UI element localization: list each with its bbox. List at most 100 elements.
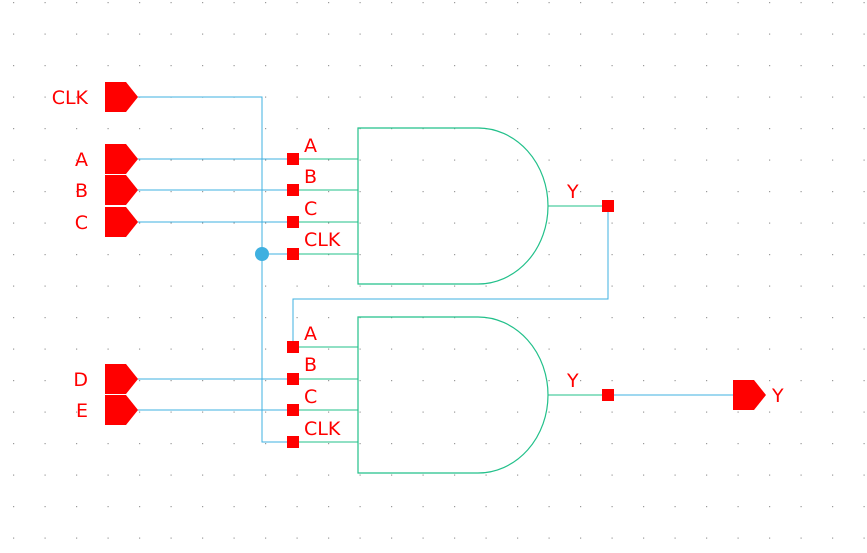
grid-dot <box>328 159 330 161</box>
grid-dot <box>265 159 267 161</box>
and-gate-2[interactable]: A B C CLK Y <box>287 316 614 474</box>
grid-dot <box>107 285 109 287</box>
wire-clk[interactable] <box>136 96 293 443</box>
grid-dot <box>611 191 613 193</box>
grid-dot <box>76 33 78 35</box>
grid-dot <box>202 411 204 413</box>
grid-dot <box>580 443 582 445</box>
grid-dot <box>107 537 109 539</box>
gate-2-pin-clk[interactable] <box>287 436 299 448</box>
grid-dot <box>233 254 235 256</box>
grid-dot <box>643 2 645 4</box>
grid-dot <box>359 33 361 35</box>
grid-dot <box>769 411 771 413</box>
grid-dot <box>737 443 739 445</box>
grid-dot <box>328 128 330 130</box>
gate-2-pin-y-label: Y <box>566 370 579 392</box>
grid-dot <box>769 537 771 539</box>
port-c[interactable]: C <box>75 207 138 237</box>
grid-dot <box>643 65 645 67</box>
grid-dot <box>76 317 78 319</box>
grid-dot <box>233 128 235 130</box>
port-clk[interactable]: CLK <box>52 82 138 112</box>
grid-dot <box>170 411 172 413</box>
grid-dot <box>832 348 834 350</box>
port-e[interactable]: E <box>76 395 138 425</box>
grid-dot <box>359 537 361 539</box>
grid-dot <box>580 411 582 413</box>
grid-dot <box>422 159 424 161</box>
grid-dot <box>233 380 235 382</box>
grid-dot <box>800 348 802 350</box>
port-d[interactable]: D <box>73 364 138 394</box>
and-gate-1[interactable]: A B C CLK Y <box>287 127 614 285</box>
grid-dot <box>76 128 78 130</box>
grid-dot <box>391 285 393 287</box>
grid-dot <box>517 159 519 161</box>
grid-dot <box>139 2 141 4</box>
grid-dot <box>265 348 267 350</box>
gate-1-pin-a[interactable] <box>287 153 299 165</box>
grid-dot <box>13 348 15 350</box>
grid-dot <box>76 411 78 413</box>
grid-dot <box>548 65 550 67</box>
grid-dot <box>832 537 834 539</box>
port-b[interactable]: B <box>75 175 138 205</box>
grid-dot <box>769 254 771 256</box>
gate-1-pin-c[interactable] <box>287 216 299 228</box>
grid-dot <box>706 191 708 193</box>
grid-dots <box>13 2 865 539</box>
port-y-output[interactable]: Y <box>733 380 784 410</box>
gate-1-pin-y[interactable] <box>602 200 614 212</box>
grid-dot <box>233 443 235 445</box>
grid-dot <box>643 443 645 445</box>
port-clk-arrow <box>105 82 138 112</box>
grid-dot <box>422 96 424 98</box>
port-a[interactable]: A <box>75 144 138 174</box>
grid-dot <box>863 474 865 476</box>
grid-dot <box>391 96 393 98</box>
grid-dot <box>139 285 141 287</box>
gate-2-pin-y[interactable] <box>602 389 614 401</box>
grid-dot <box>800 65 802 67</box>
grid-dot <box>139 191 141 193</box>
grid-dot <box>800 128 802 130</box>
grid-dot <box>548 317 550 319</box>
grid-dot <box>44 285 46 287</box>
grid-dot <box>76 96 78 98</box>
gate-2-pin-c[interactable] <box>287 404 299 416</box>
grid-dot <box>44 348 46 350</box>
input-ports: CLK A B C D E <box>52 82 138 425</box>
gate-1-body <box>357 127 549 285</box>
grid-dot <box>737 474 739 476</box>
grid-dot <box>296 474 298 476</box>
grid-dot <box>454 285 456 287</box>
grid-dot <box>296 96 298 98</box>
grid-dot <box>611 2 613 4</box>
grid-dot <box>485 159 487 161</box>
gate-2-pin-b[interactable] <box>287 373 299 385</box>
port-b-arrow <box>105 175 138 205</box>
grid-dot <box>674 128 676 130</box>
grid-dot <box>706 254 708 256</box>
gate-2-pin-a[interactable] <box>287 341 299 353</box>
gate-1-pin-b[interactable] <box>287 184 299 196</box>
grid-dot <box>328 348 330 350</box>
grid-dot <box>643 474 645 476</box>
wire-feedback[interactable] <box>292 206 609 347</box>
grid-dot <box>13 254 15 256</box>
grid-dot <box>800 191 802 193</box>
grid-dot <box>800 443 802 445</box>
grid-dot <box>706 96 708 98</box>
grid-dot <box>643 506 645 508</box>
gate-1-pin-clk[interactable] <box>287 248 299 260</box>
grid-dot <box>139 411 141 413</box>
grid-dot <box>76 254 78 256</box>
grid-dot <box>202 33 204 35</box>
grid-dot <box>359 222 361 224</box>
grid-dot <box>800 2 802 4</box>
grid-dot <box>580 506 582 508</box>
grid-dot <box>674 65 676 67</box>
grid-dot <box>800 159 802 161</box>
